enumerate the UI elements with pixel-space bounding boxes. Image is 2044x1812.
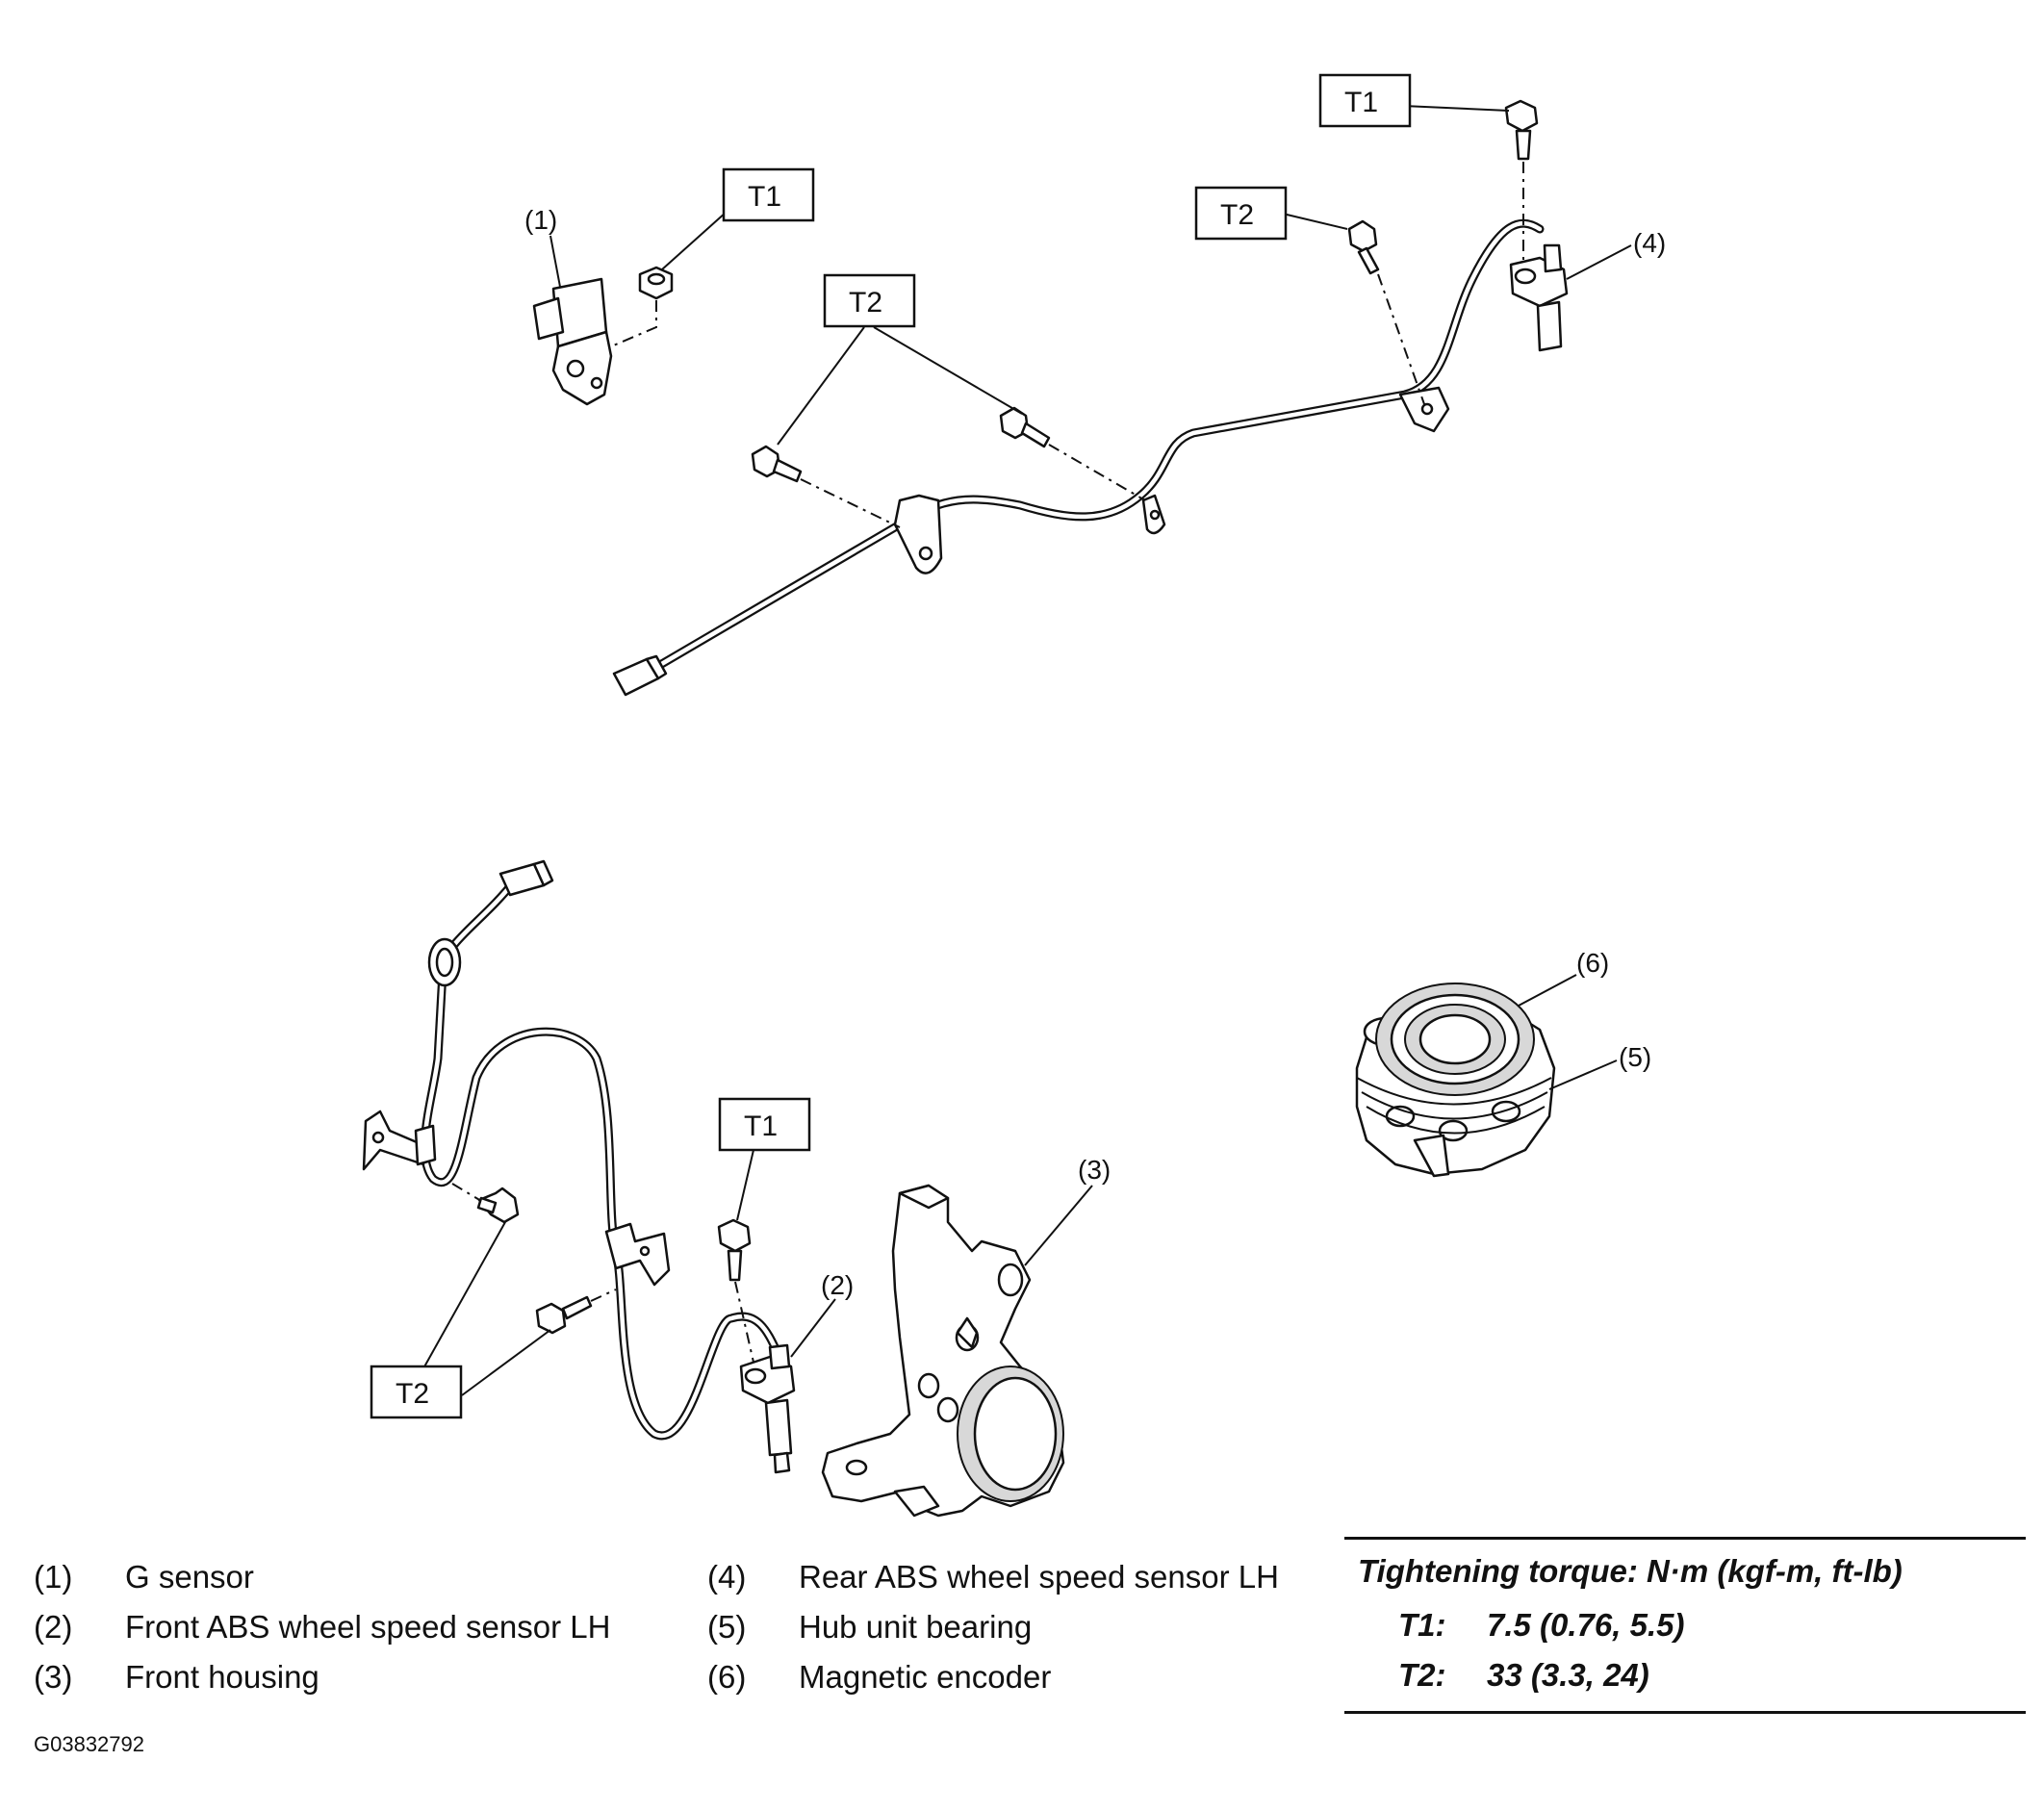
torque-row-t2: T2: 33 (3.3, 24) xyxy=(1398,1657,1649,1694)
legend-text: Front housing xyxy=(125,1659,319,1695)
legend-text: Hub unit bearing xyxy=(799,1609,1033,1645)
legend-num: (3) xyxy=(34,1659,73,1695)
legend-num: (1) xyxy=(34,1559,73,1595)
callout-1: (1) xyxy=(524,205,557,235)
tag-t2-rear-left: T2 xyxy=(823,273,916,328)
bolt-t2-front-b xyxy=(535,1295,593,1335)
bolt-t1-rear xyxy=(1504,99,1539,161)
legend-num: (6) xyxy=(707,1659,747,1695)
front-harness xyxy=(362,859,836,1474)
svg-text:T2: T2 xyxy=(396,1378,429,1410)
harness-grommet xyxy=(427,937,462,987)
svg-text:T1: T1 xyxy=(1344,87,1378,118)
callout-4: (4) xyxy=(1633,228,1666,258)
hub-unit-bearing xyxy=(1355,974,1618,1178)
rear-harness xyxy=(532,99,1632,697)
bolt-t2-a xyxy=(751,445,803,483)
legend-num: (4) xyxy=(707,1559,747,1595)
torque-heading: Tightening torque: N·m (kgf-m, ft-lb) xyxy=(1358,1553,1903,1589)
callout-5: (5) xyxy=(1619,1042,1651,1072)
torque-key: T2: xyxy=(1398,1657,1446,1693)
torque-value: 7.5 (0.76, 5.5) xyxy=(1487,1607,1685,1643)
g-sensor xyxy=(532,277,613,406)
torque-key: T1: xyxy=(1398,1607,1446,1643)
front-housing xyxy=(821,1184,1093,1518)
front-harness-connector xyxy=(498,859,554,897)
legend-num: (2) xyxy=(34,1609,73,1645)
front-bracket-middle xyxy=(604,1222,671,1287)
bolt-t2-c xyxy=(1347,219,1380,275)
legend-text: Rear ABS wheel speed sensor LH xyxy=(799,1559,1279,1595)
rear-abs-wheel-speed-sensor xyxy=(1509,243,1569,352)
rear-harness-connector xyxy=(612,654,668,697)
tag-t2-rear-right: T2 xyxy=(1194,186,1288,241)
front-bracket-left xyxy=(362,1110,437,1171)
torque-row-t1: T1: 7.5 (0.76, 5.5) xyxy=(1398,1607,1684,1644)
tag-t1-g-sensor: T1 xyxy=(722,167,815,222)
callout-3: (3) xyxy=(1078,1155,1111,1185)
bolt-t2-front-a xyxy=(476,1187,520,1224)
legend-num: (5) xyxy=(707,1609,747,1645)
svg-text:T2: T2 xyxy=(849,287,882,319)
torque-value: 33 (3.3, 24) xyxy=(1487,1657,1649,1693)
legend-text: Front ABS wheel speed sensor LH xyxy=(125,1609,611,1645)
legend-text: G sensor xyxy=(125,1559,254,1595)
tag-t1-rear: T1 xyxy=(1318,73,1412,128)
bolt-t2-b xyxy=(999,406,1051,448)
harness-bracket-1 xyxy=(893,494,943,574)
callout-2: (2) xyxy=(821,1270,854,1300)
harness-bracket-2 xyxy=(1141,494,1166,535)
nut-t1-g-sensor xyxy=(638,266,674,300)
svg-text:T1: T1 xyxy=(744,1110,778,1142)
legend-text: Magnetic encoder xyxy=(799,1659,1052,1695)
figure-id: G03832792 xyxy=(34,1732,144,1756)
front-abs-wheel-speed-sensor xyxy=(739,1343,796,1474)
tag-t1-front: T1 xyxy=(718,1097,811,1152)
tag-t2-front: T2 xyxy=(370,1365,463,1419)
svg-text:T2: T2 xyxy=(1220,199,1254,231)
callout-6: (6) xyxy=(1576,948,1609,978)
svg-text:T1: T1 xyxy=(748,181,781,213)
parts-legend: (1) G sensor (2) Front ABS wheel speed s… xyxy=(34,1559,1342,1713)
tightening-torque-table: Tightening torque: N·m (kgf-m, ft-lb) T1… xyxy=(1344,1537,2026,1714)
bolt-t1-front xyxy=(717,1218,752,1282)
harness-bracket-3 xyxy=(1398,386,1450,433)
